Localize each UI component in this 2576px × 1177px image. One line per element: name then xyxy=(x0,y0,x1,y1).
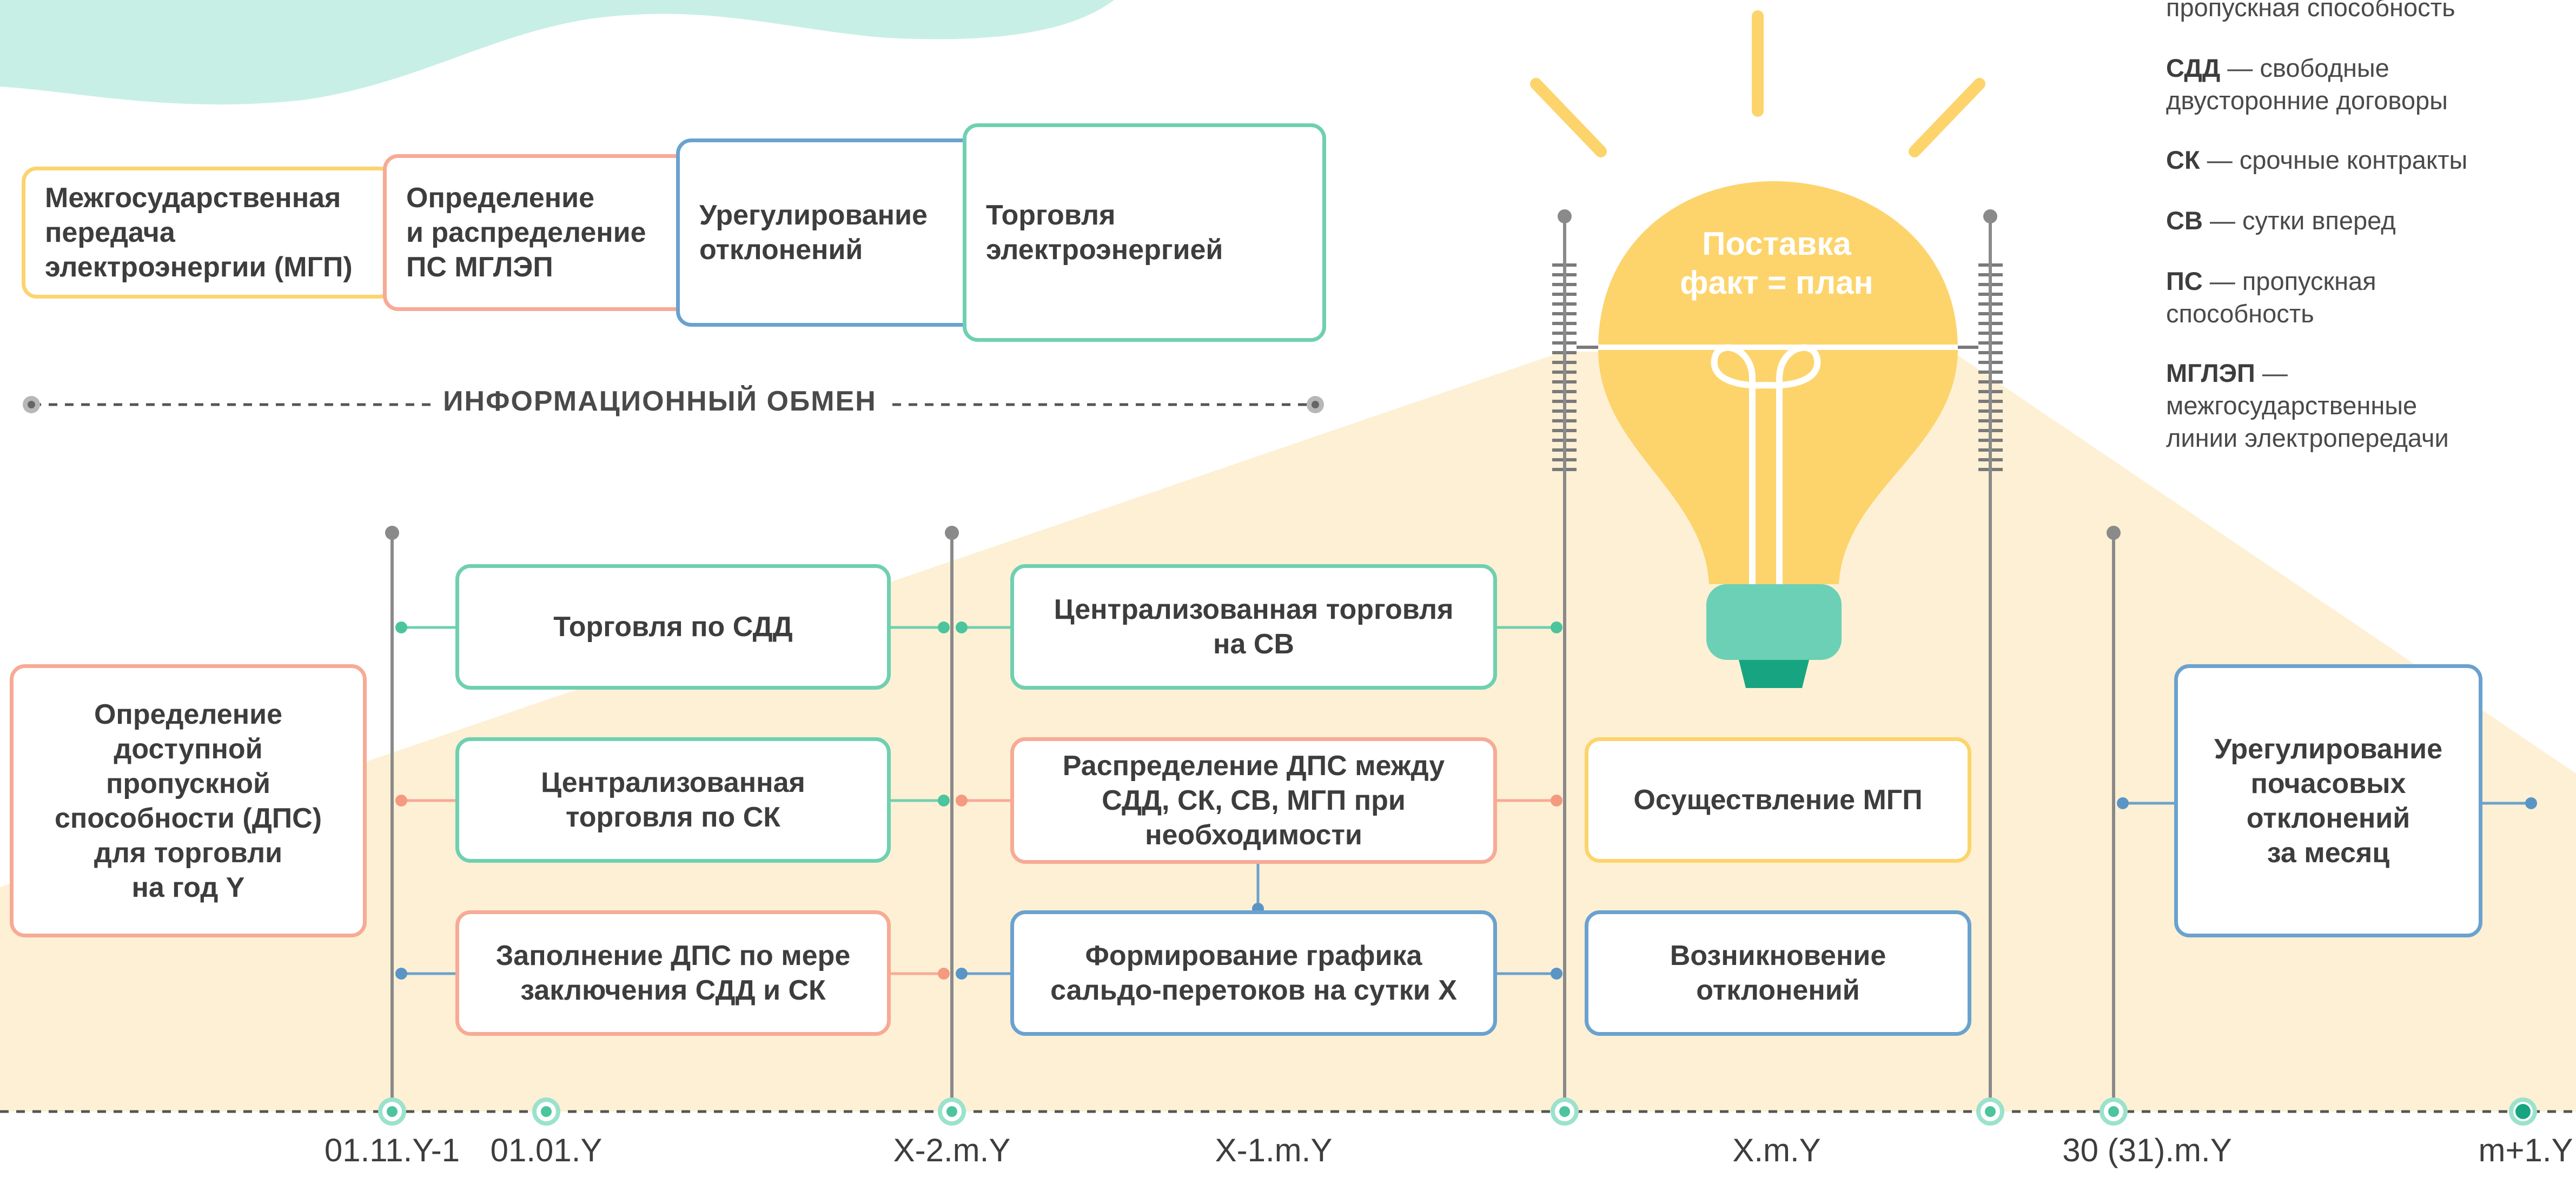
connectors-green xyxy=(401,626,1557,802)
box-dps-fill: Заполнение ДПС по мере заключения СДД и … xyxy=(455,910,891,1036)
box-ps-mglep: Определение и распределение ПС МГЛЭП xyxy=(383,154,691,311)
box-dps-annual: Определение доступной пропускной способн… xyxy=(10,664,367,937)
box-balance-schedule: Формирование графика сальдо-перетоков на… xyxy=(1010,910,1497,1036)
legend-item-sk: СК — срочные контракты xyxy=(2166,146,2468,174)
timeline-markers xyxy=(378,1097,2537,1126)
timeline-post-caps xyxy=(385,209,2121,540)
light-bulb xyxy=(1598,181,1958,688)
box-mgp-label: Межгосударственная передача электроэнерг… xyxy=(45,182,353,283)
box-ps-mglep-label: Определение и распределение ПС МГЛЭП xyxy=(406,182,646,283)
box-mgp: Межгосударственная передача электроэнерг… xyxy=(22,167,395,299)
box-deviation-settlement: Урегулирование отклонений xyxy=(676,138,979,327)
connectors-salmon xyxy=(401,799,1557,975)
legend-item-mglep: МГЛЭП — межгосударственные линии электро… xyxy=(2166,359,2449,452)
date-label: 01.01.Y xyxy=(490,1132,602,1168)
box-electricity-trade: Торговля электроэнергией xyxy=(963,123,1326,342)
box-sk-trade: Централизованная торговля по СК xyxy=(455,737,891,863)
legend-item-sv: СВ — сутки вперед xyxy=(2166,206,2396,235)
date-label: 01.11.Y-1 xyxy=(324,1132,460,1168)
mint-wave-decoration xyxy=(0,0,1114,105)
date-label: X-2.m.Y xyxy=(893,1132,1011,1168)
connector-dots xyxy=(395,621,2537,980)
legend-item-ps-top: пропускная способность xyxy=(2166,0,2455,22)
box-electricity-trade-label: Торговля электроэнергией xyxy=(986,200,1223,266)
box-dps-distribution: Распределение ДПС между СДД, СК, СВ, МГП… xyxy=(1010,737,1497,864)
box-sdd-trade: Торговля по СДД xyxy=(455,564,891,690)
date-label: m+1.Y xyxy=(2478,1132,2573,1168)
date-label: X-1.m.Y xyxy=(1215,1132,1333,1168)
box-monthly-settlement: Урегулирование почасовых отклонений за м… xyxy=(2174,664,2482,937)
box-sv-trade: Централизованная торговля на СВ xyxy=(1010,564,1497,690)
legend-item-ps: ПС — пропускная способность xyxy=(2166,267,2376,328)
date-label: 30 (31).m.Y xyxy=(2062,1132,2232,1168)
box-deviation-settlement-label: Урегулирование отклонений xyxy=(699,200,928,266)
box-deviations-arise: Возникновение отклонений xyxy=(1585,910,1971,1036)
legend-item-sdd: СДД — свободные двусторонние договоры xyxy=(2166,54,2448,115)
info-exchange-label: ИНФОРМАЦИОННЫЙ ОБМЕН xyxy=(0,385,1320,418)
date-label: X.m.Y xyxy=(1732,1132,1821,1168)
bulb-caption: Поставка факт = план xyxy=(1680,226,1873,301)
timeline-posts xyxy=(390,216,2115,1112)
box-mgp-execution: Осуществление МГП xyxy=(1585,737,1971,863)
bulb-rays xyxy=(1530,10,1985,157)
